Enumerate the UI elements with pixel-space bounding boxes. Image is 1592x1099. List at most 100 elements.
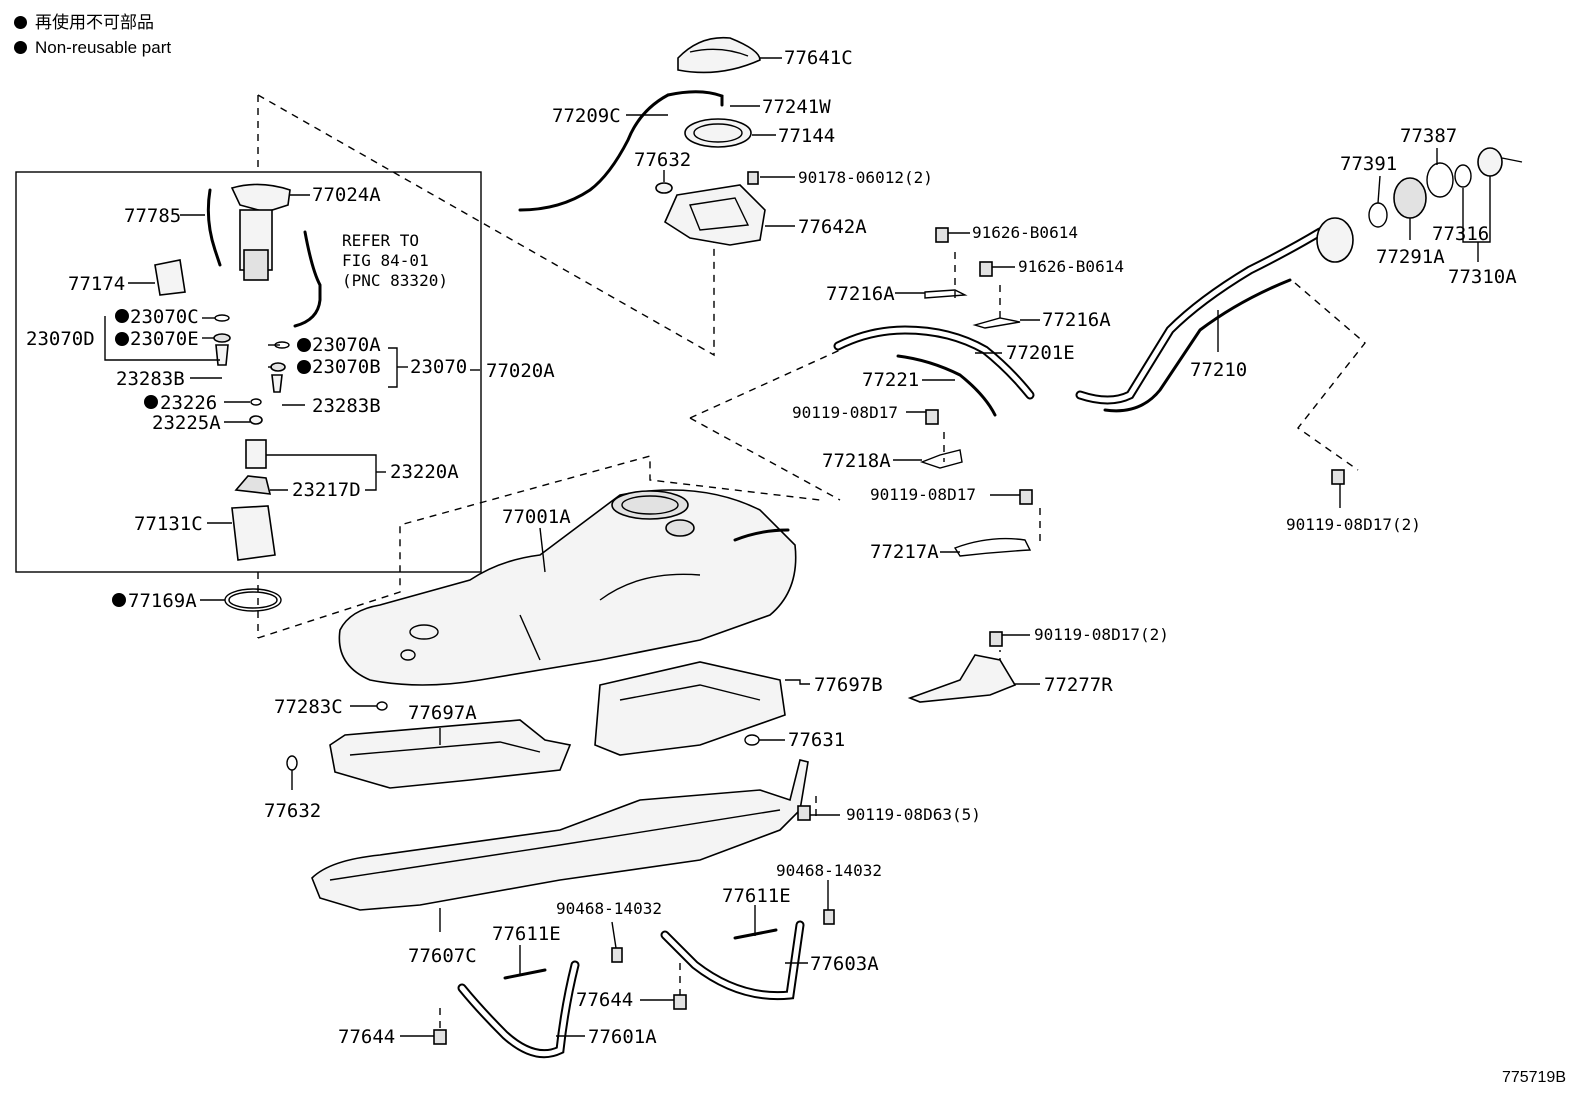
- label-77218A: 77218A: [822, 450, 891, 472]
- label-23283B-a: 23283B: [116, 368, 185, 390]
- label-23070C: 23070C: [130, 306, 199, 328]
- pump-cover-group: [518, 36, 766, 246]
- label-23217D: 23217D: [292, 479, 361, 501]
- hose-77221: [896, 354, 997, 417]
- label-77216A-a: 77216A: [826, 283, 895, 305]
- label-77216A-b: 77216A: [1042, 309, 1111, 331]
- clip-77174: [154, 259, 186, 296]
- non-reusable-dot-icon: [14, 41, 27, 54]
- label-77291A: 77291A: [1376, 246, 1445, 268]
- nut-90468: [611, 947, 623, 963]
- pump-flange-77024A: [230, 183, 291, 213]
- non-reusable-dot-icon: [14, 16, 27, 29]
- label-91626-a: 91626-B0614: [972, 223, 1078, 242]
- filter-23217D: [234, 475, 272, 495]
- label-77241W: 77241W: [762, 96, 831, 118]
- fuel-pump-23220A: [245, 439, 267, 469]
- ring-77391: [1368, 202, 1388, 228]
- label-77785: 77785: [124, 205, 181, 227]
- label-77174: 77174: [68, 273, 125, 295]
- filler-pipe-group: [833, 147, 1523, 703]
- label-91626-b: 91626-B0614: [1018, 257, 1124, 276]
- non-reusable-dot-icon: [297, 360, 311, 374]
- label-77210: 77210: [1190, 359, 1247, 381]
- figure-code: 775719B: [1501, 1069, 1566, 1086]
- label-77221: 77221: [862, 369, 919, 391]
- legend-row-jp: 再使用不可部品: [14, 10, 171, 35]
- ring-77387: [1426, 162, 1454, 198]
- grommet-77632: [655, 182, 673, 194]
- exploded-view-lines: [257, 94, 1366, 1040]
- tank-bands: [433, 909, 835, 1059]
- label-77209C: 77209C: [552, 105, 621, 127]
- suction-filter-77131C: [231, 505, 276, 561]
- label-refer-1: REFER TO: [342, 231, 419, 250]
- label-77631: 77631: [788, 729, 845, 751]
- non-reusable-dot-icon: [115, 309, 129, 323]
- label-23220A: 23220A: [390, 461, 459, 483]
- bracket-77218A: [919, 449, 963, 469]
- label-23070E: 23070E: [130, 328, 199, 350]
- legend-en-text: Non-reusable part: [35, 38, 172, 57]
- label-77641C: 77641C: [784, 47, 853, 69]
- protector-77277R: [907, 654, 1017, 703]
- label-77169A: 77169A: [128, 590, 197, 612]
- clamp-77217A: [953, 537, 1032, 557]
- ring-77144: [684, 118, 752, 148]
- cap-77291A: [1393, 177, 1427, 219]
- label-77201E: 77201E: [1006, 342, 1075, 364]
- legend-row-en: Non-reusable part: [14, 35, 171, 60]
- label-refer-2: FIG 84-01: [342, 251, 429, 270]
- non-reusable-dot-icon: [144, 395, 158, 409]
- label-77387: 77387: [1400, 125, 1457, 147]
- label-77283C: 77283C: [274, 696, 343, 718]
- pump-module-internals: [154, 183, 322, 612]
- label-77310A: 77310A: [1448, 266, 1517, 288]
- label-23070D: 23070D: [26, 328, 95, 350]
- label-77611E-b: 77611E: [492, 923, 561, 945]
- label-77611E-a: 77611E: [722, 885, 791, 907]
- pump-cover-77641C: [677, 36, 761, 74]
- label-77644-b: 77644: [338, 1026, 395, 1048]
- label-90119-c: 90119-08D17(2): [1286, 515, 1421, 534]
- label-90119-b: 90119-08D17: [870, 485, 976, 504]
- protector-77697B: [594, 661, 786, 756]
- label-23225A: 23225A: [152, 412, 221, 434]
- clip-77632: [286, 755, 298, 771]
- label-refer-3: (PNC 83320): [342, 271, 448, 290]
- label-23070B: 23070B: [312, 356, 381, 378]
- label-23226: 23226: [160, 392, 217, 414]
- part-labels: 77641C 77209C 77241W 77144 77632 90178-0…: [26, 47, 1517, 1048]
- label-77642A: 77642A: [798, 216, 867, 238]
- label-77144: 77144: [778, 125, 835, 147]
- label-77697A: 77697A: [408, 702, 477, 724]
- label-77697B: 77697B: [814, 674, 883, 696]
- clip-77631: [744, 734, 760, 746]
- label-77024A: 77024A: [312, 184, 381, 206]
- clamp-77216A: [924, 289, 968, 299]
- harness-77785: [206, 188, 222, 267]
- protector-77697A: [329, 719, 572, 789]
- non-reusable-dot-icon: [112, 593, 126, 607]
- fuel-tank-77001A: [338, 489, 797, 686]
- label-77131C: 77131C: [134, 513, 203, 535]
- non-reusable-dot-icon: [115, 332, 129, 346]
- label-23070A: 23070A: [312, 334, 381, 356]
- label-90119-e: 90119-08D63(5): [846, 805, 981, 824]
- cap-77310A: [1477, 147, 1503, 177]
- label-77603A: 77603A: [810, 953, 879, 975]
- label-77001A: 77001A: [502, 506, 571, 528]
- label-90119-d: 90119-08D17(2): [1034, 625, 1169, 644]
- ring-77316: [1454, 164, 1472, 188]
- label-90468-a: 90468-14032: [776, 861, 882, 880]
- bracket-77642A: [663, 184, 766, 246]
- sender-harness: [293, 230, 322, 328]
- leader-lines: [104, 57, 1491, 1037]
- label-77391: 77391: [1340, 153, 1397, 175]
- fuel-pump-module-box: [15, 171, 482, 573]
- legend-jp-text: 再使用不可部品: [35, 13, 154, 32]
- label-77601A: 77601A: [588, 1026, 657, 1048]
- label-23070: 23070: [410, 356, 467, 378]
- label-77316: 77316: [1432, 223, 1489, 245]
- label-77020A: 77020A: [486, 360, 555, 382]
